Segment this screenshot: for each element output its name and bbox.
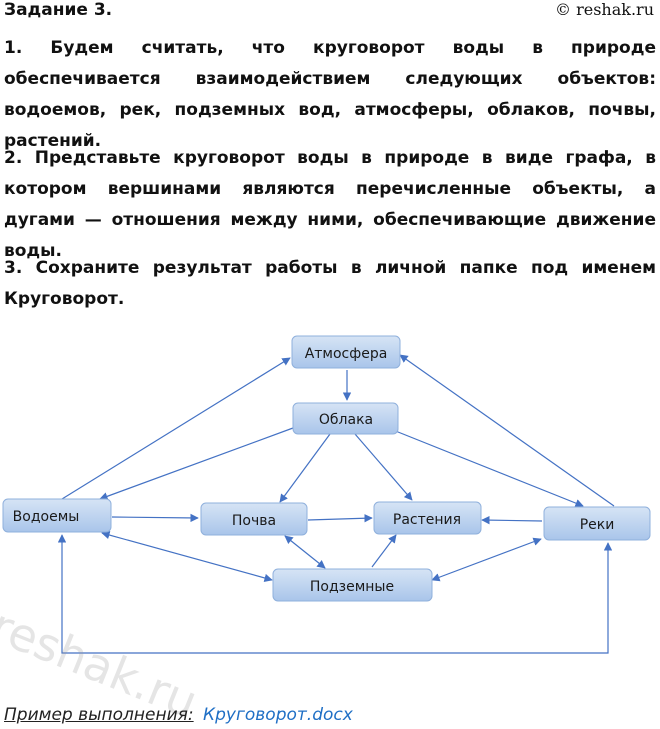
- footer: Пример выполнения: Круговорот.docx: [4, 705, 353, 725]
- node-rivers-label: Реки: [580, 517, 615, 533]
- paragraph-2: 2. Представьте круговорот воды в природе…: [4, 148, 656, 261]
- node-groundwater: Подземные: [272, 568, 433, 602]
- example-label: Пример выполнения:: [4, 705, 194, 725]
- example-file-link[interactable]: Круговорот.docx: [203, 705, 353, 725]
- edge-groundwater-plants: [371, 534, 397, 568]
- paragraph-1: 1. Будем считать, что круговорот воды в …: [4, 38, 656, 151]
- water-cycle-graph: Атмосфера Облака Водоемы Почва Растения …: [2, 335, 651, 654]
- paragraph-3: 3. Сохраните результат работы в личной п…: [4, 258, 656, 309]
- edge-soil-plants: [307, 514, 373, 523]
- edge-waterbodies-atmosphere: [61, 357, 291, 500]
- edge-clouds-soil: [279, 433, 331, 503]
- copyright-label: © reshak.ru: [555, 0, 654, 19]
- edge-rivers-atmosphere: [399, 354, 615, 507]
- node-clouds-label: Облака: [319, 412, 373, 428]
- edge-clouds-rivers: [392, 429, 584, 508]
- node-plants-label: Растения: [393, 512, 461, 528]
- edge-clouds-waterbodies: [99, 427, 294, 501]
- edge-rivers-plants: [481, 515, 543, 525]
- node-waterbodies: Водоемы: [2, 498, 112, 533]
- edge-soil-groundwater: [284, 535, 326, 569]
- edge-clouds-plants: [354, 433, 413, 501]
- node-plants: Растения: [373, 501, 482, 535]
- node-atmosphere: Атмосфера: [291, 335, 401, 369]
- edge-rivers-waterbodies: [57, 534, 613, 654]
- graph-edges: [57, 354, 615, 654]
- node-atmosphere-label: Атмосфера: [305, 346, 388, 362]
- node-groundwater-label: Подземные: [310, 579, 394, 595]
- node-rivers: Реки: [543, 506, 651, 541]
- node-clouds: Облака: [292, 402, 399, 435]
- node-waterbodies-label: Водоемы: [13, 509, 80, 525]
- edge-groundwater-rivers: [431, 537, 542, 582]
- node-soil-label: Почва: [232, 513, 276, 529]
- task-title: Задание 3.: [4, 0, 113, 20]
- edge-waterbodies-soil: [111, 513, 199, 523]
- edge-waterbodies-groundwater: [101, 530, 273, 583]
- node-soil: Почва: [200, 502, 308, 536]
